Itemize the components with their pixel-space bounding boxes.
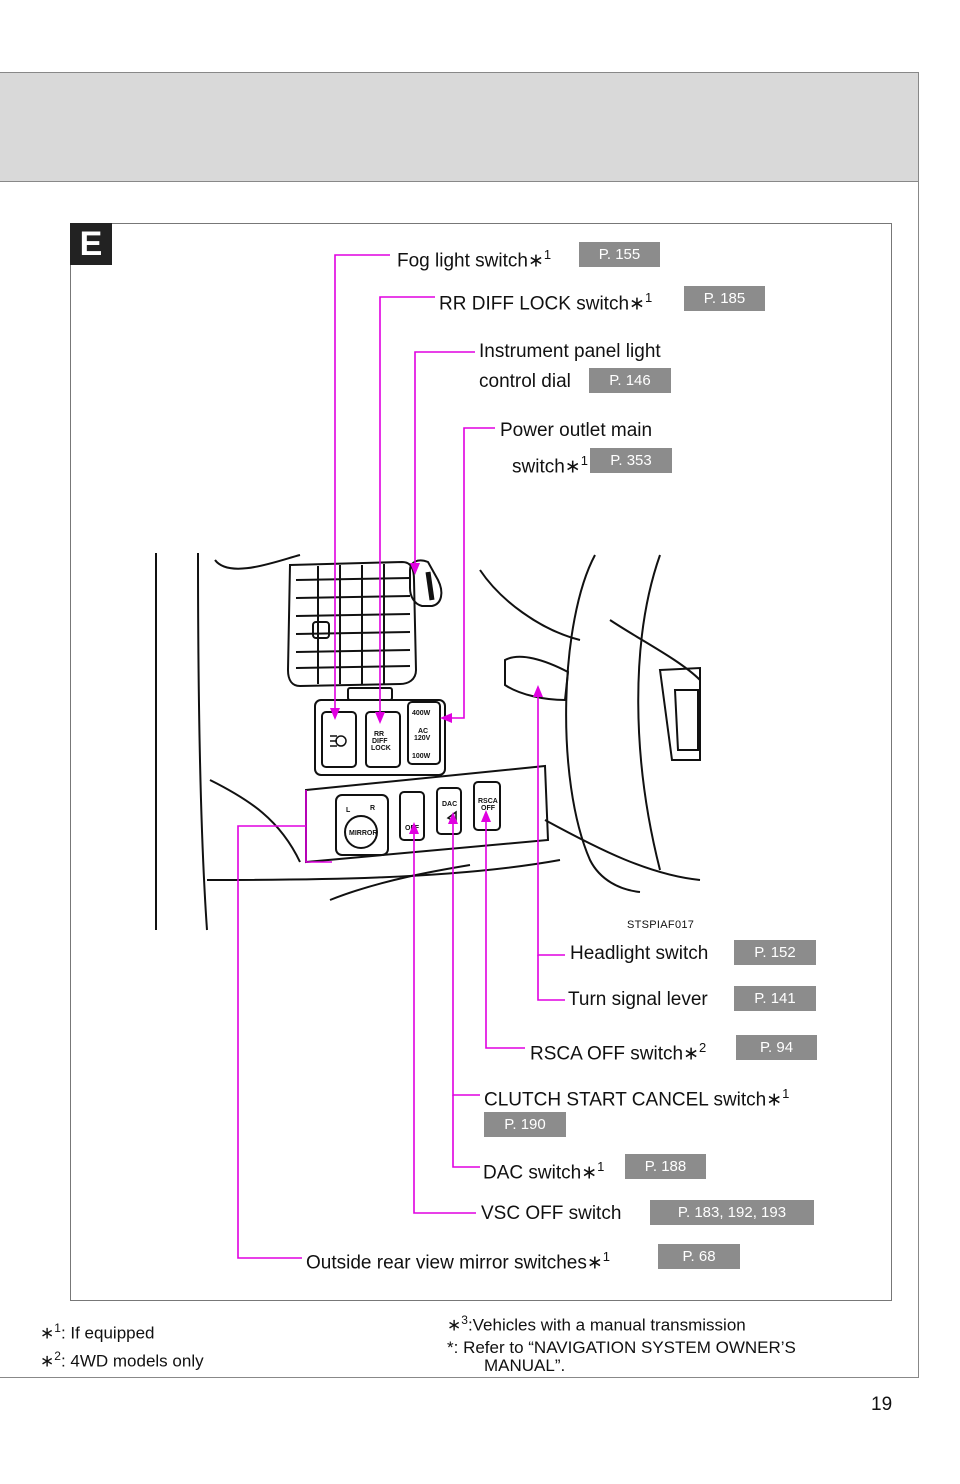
leader-lines (237, 254, 565, 1259)
panel-off-text: OFF (481, 805, 496, 812)
panel-text: RR DIFF LOCK 400W AC 120V 100W L R MIRRO… (346, 710, 498, 837)
figure-box (70, 223, 892, 1301)
panel-100w-text: 100W (412, 753, 431, 760)
section-badge: E (70, 223, 112, 265)
panel-r-text: R (370, 805, 375, 812)
leader-arrowheads (330, 563, 543, 834)
page-number: 19 (871, 1394, 893, 1415)
label-instrument-panel-light: Instrument panel light (479, 341, 661, 362)
footnote-if-equipped: ∗1: If equipped (40, 1321, 155, 1343)
dashboard-drawing (155, 552, 701, 931)
panel-rr-text: RR (374, 731, 384, 738)
leader-fog (334, 254, 390, 708)
page-ref-turn-signal[interactable]: P. 141 (734, 986, 816, 1011)
page-ref-rr-diff[interactable]: P. 185 (684, 286, 765, 311)
footnote-navigation-manual-cont: MANUAL”. (484, 1356, 566, 1375)
footnote-navigation-manual: *: Refer to “NAVIGATION SYSTEM OWNER’S (447, 1338, 796, 1357)
leader-turn-signal (537, 955, 565, 1001)
label-clutch-start-cancel-switch: CLUTCH START CANCEL switch∗1 (484, 1086, 790, 1111)
panel-l-text: L (346, 807, 351, 814)
header-band (0, 72, 919, 182)
panel-ac-text: AC (418, 728, 428, 735)
panel-400w-text: 400W (412, 710, 431, 717)
leader-clutch (452, 820, 480, 1096)
page-ref-power-outlet[interactable]: P. 353 (590, 448, 672, 473)
label-turn-signal-lever: Turn signal lever (568, 989, 708, 1010)
footnote-4wd-only: ∗2: 4WD models only (40, 1349, 204, 1371)
label-outside-mirror-switches: Outside rear view mirror switches∗1 (306, 1249, 610, 1274)
panel-diff-text: DIFF (372, 738, 388, 745)
label-dac-switch: DAC switch∗1 (483, 1159, 605, 1184)
leader-rsca (485, 818, 525, 1049)
label-headlight-switch: Headlight switch (570, 943, 709, 964)
label-fog-light-switch: Fog light switch∗1 (397, 247, 552, 272)
leader-vsc (413, 830, 476, 1214)
page-ref-rsca[interactable]: P. 94 (736, 1035, 817, 1060)
leader-power-outlet (445, 427, 495, 719)
fog-lamp-icon (335, 735, 347, 747)
leader-mirror (237, 825, 306, 1259)
leader-instrument-dial (414, 351, 475, 565)
label-rsca-off-switch: RSCA OFF switch∗2 (530, 1040, 707, 1065)
leader-dac (452, 1095, 480, 1168)
page-frame (0, 182, 919, 1378)
page-ref-vsc[interactable]: P. 183, 192, 193 (650, 1200, 814, 1225)
panel-lock-text: LOCK (371, 745, 391, 752)
page-ref-headlight[interactable]: P. 152 (734, 940, 816, 965)
footnote-manual-transmission: ∗3:Vehicles with a manual transmission (447, 1313, 746, 1335)
panel-dac-text: DAC (442, 801, 457, 808)
label-power-outlet-switch: switch∗1 (512, 453, 588, 478)
label-rr-diff-lock-switch: RR DIFF LOCK switch∗1 (439, 290, 653, 315)
panel-mirror-text: MIRROR (349, 830, 377, 837)
page-ref-mirror[interactable]: P. 68 (658, 1244, 740, 1269)
fog-rays-icon (330, 735, 337, 747)
page-ref-clutch[interactable]: P. 190 (484, 1112, 566, 1137)
page-ref-fog[interactable]: P. 155 (579, 242, 660, 267)
panel-120v-text: 120V (414, 735, 431, 742)
label-power-outlet-main: Power outlet main (500, 420, 653, 441)
page-ref-dac[interactable]: P. 188 (625, 1154, 706, 1179)
panel-rsca-text: RSCA (478, 798, 498, 805)
label-vsc-off-switch: VSC OFF switch (481, 1203, 622, 1224)
label-control-dial: control dial (479, 371, 571, 392)
leader-mirror-bracket (305, 790, 332, 863)
page-ref-instrument-dial[interactable]: P. 146 (589, 368, 671, 393)
leader-rr-diff (379, 296, 435, 716)
figure-code: STSPIAF017 (627, 919, 695, 931)
